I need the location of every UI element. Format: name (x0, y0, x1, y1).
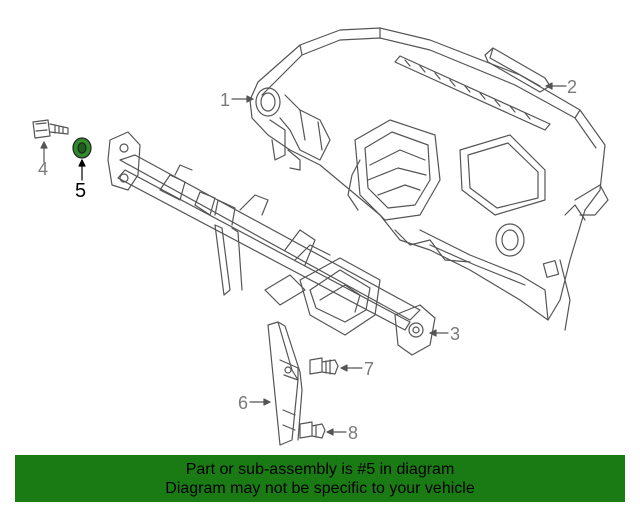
nut-part-5 (72, 137, 92, 159)
bolt-part-4 (32, 119, 69, 139)
callout-6: 6 (238, 393, 249, 413)
callout-4: 4 (38, 159, 49, 179)
parts-diagram: 1 2 3 4 5 6 7 8 (32, 27, 609, 446)
bolt-part-7 (309, 357, 339, 375)
info-banner: Part or sub-assembly is #5 in diagram Di… (15, 455, 625, 502)
callout-8: 8 (348, 423, 359, 443)
banner-line-2: Diagram may not be specific to your vehi… (165, 479, 475, 497)
vertical-brace (267, 321, 303, 446)
diagram-drawing (32, 27, 609, 446)
leader-lines (40, 82, 567, 436)
bolt-part-8 (299, 421, 326, 439)
callout-7: 7 (364, 359, 375, 379)
callout-2: 2 (567, 77, 578, 97)
callout-5: 5 (75, 180, 87, 202)
callout-3: 3 (450, 324, 461, 344)
callout-1: 1 (220, 90, 231, 110)
dashboard-panel (249, 27, 609, 331)
trim-piece (484, 47, 551, 93)
banner-line-1: Part or sub-assembly is #5 in diagram (185, 460, 455, 478)
cross-car-beam (107, 131, 436, 356)
